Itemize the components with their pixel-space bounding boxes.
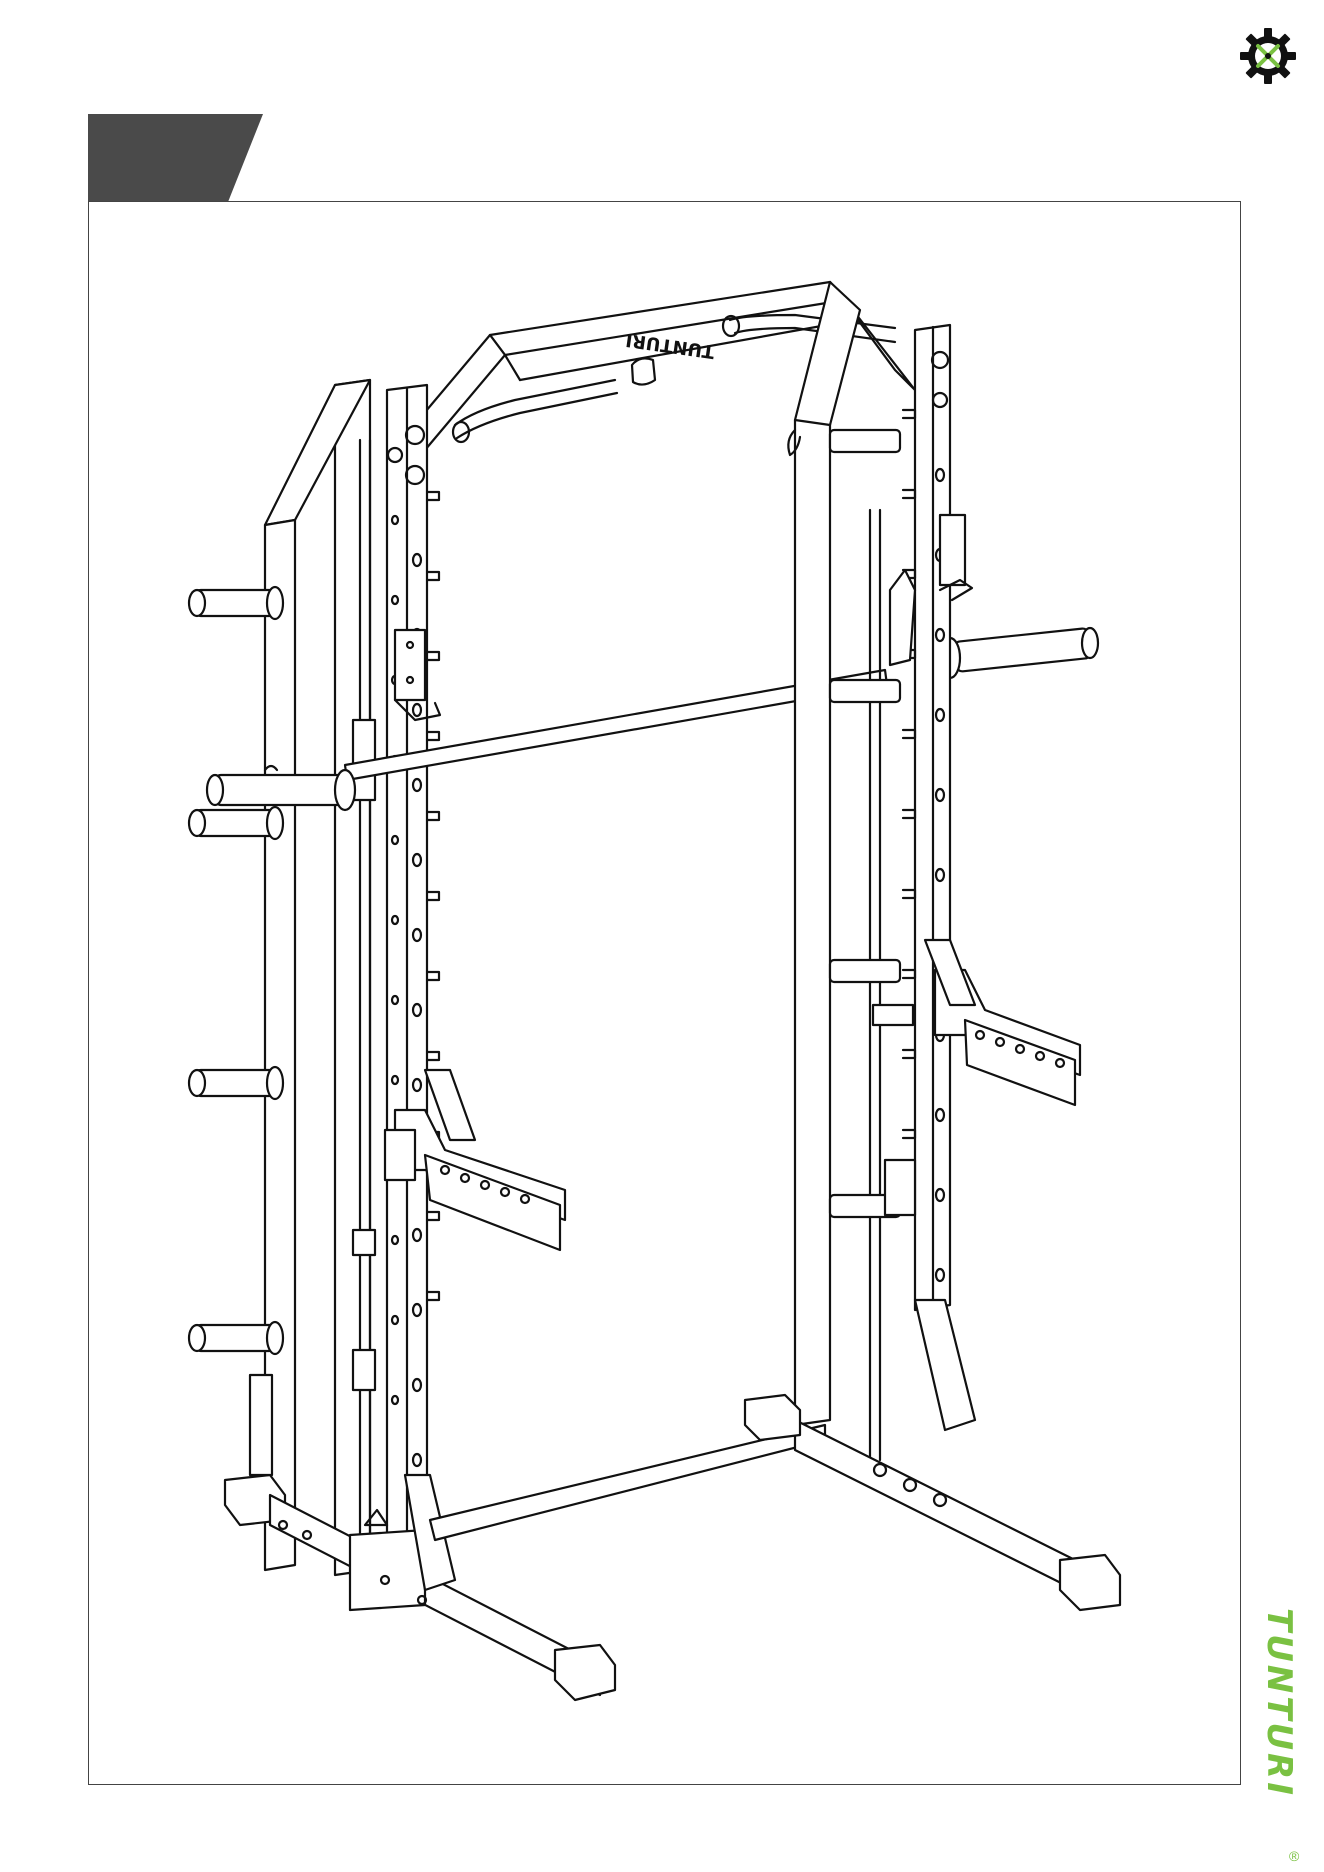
tools-gear-icon [1238,26,1298,86]
top-frame-label: TUNTURI [624,329,715,362]
half-rack-illustration: TUNTURI [95,260,1235,1720]
brand-logo: TUNTURI [1262,1608,1296,1798]
registered-mark: ® [1289,1848,1299,1864]
section-tab [88,114,263,202]
